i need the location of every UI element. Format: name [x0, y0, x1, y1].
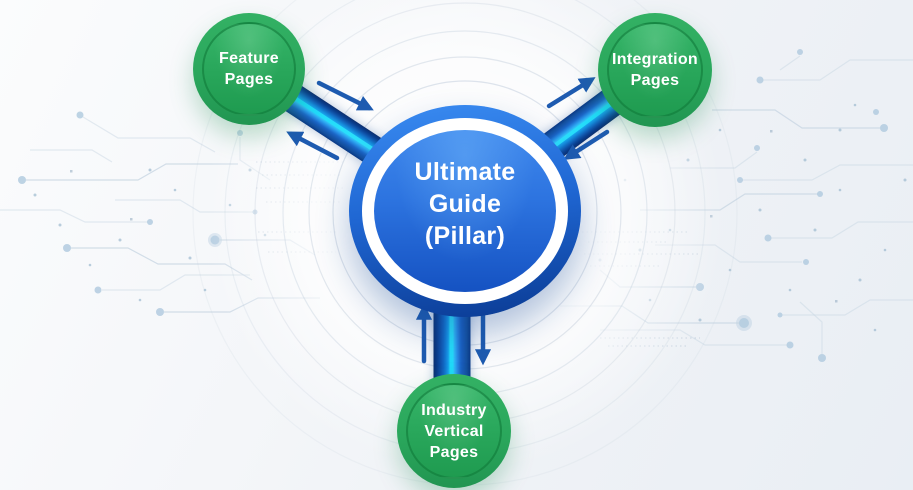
node-feature-pages-inner: Feature Pages	[202, 22, 296, 116]
arrow-integration-to-hub-icon	[563, 129, 610, 160]
hub-label: Ultimate Guide (Pillar)	[414, 156, 515, 252]
hub-label-line: Ultimate	[414, 158, 516, 186]
label-line: Integration	[612, 51, 698, 68]
node-feature-pages-label: Feature Pages	[219, 48, 279, 90]
label-line: Feature	[219, 50, 279, 67]
label-line: Pages	[224, 71, 274, 88]
label-line: Pages	[429, 443, 479, 461]
label-line: Pages	[630, 72, 680, 89]
node-industry-vertical-pages: Industry Vertical Pages	[397, 374, 511, 488]
node-industry-vertical-pages-inner: Industry Vertical Pages	[406, 383, 502, 479]
node-integration-pages-label: Integration Pages	[612, 49, 698, 91]
hub-label-line: Guide	[428, 190, 502, 218]
node-integration-pages-inner: Integration Pages	[607, 22, 703, 118]
arrow-hub-to-integration-icon	[546, 77, 596, 109]
node-industry-vertical-pages-label: Industry Vertical Pages	[421, 400, 487, 463]
node-feature-pages: Feature Pages	[193, 13, 305, 125]
arrow-feature-to-hub-icon	[316, 80, 374, 111]
hub-white-ring: Ultimate Guide (Pillar)	[362, 118, 568, 304]
hub-inner-disc: Ultimate Guide (Pillar)	[374, 130, 556, 292]
hub-label-line: (Pillar)	[424, 222, 506, 250]
label-line: Industry	[421, 401, 487, 419]
node-integration-pages: Integration Pages	[598, 13, 712, 127]
arrow-hub-to-feature-icon	[286, 131, 340, 161]
label-line: Vertical	[424, 422, 484, 440]
hub-node: Ultimate Guide (Pillar)	[349, 105, 581, 317]
